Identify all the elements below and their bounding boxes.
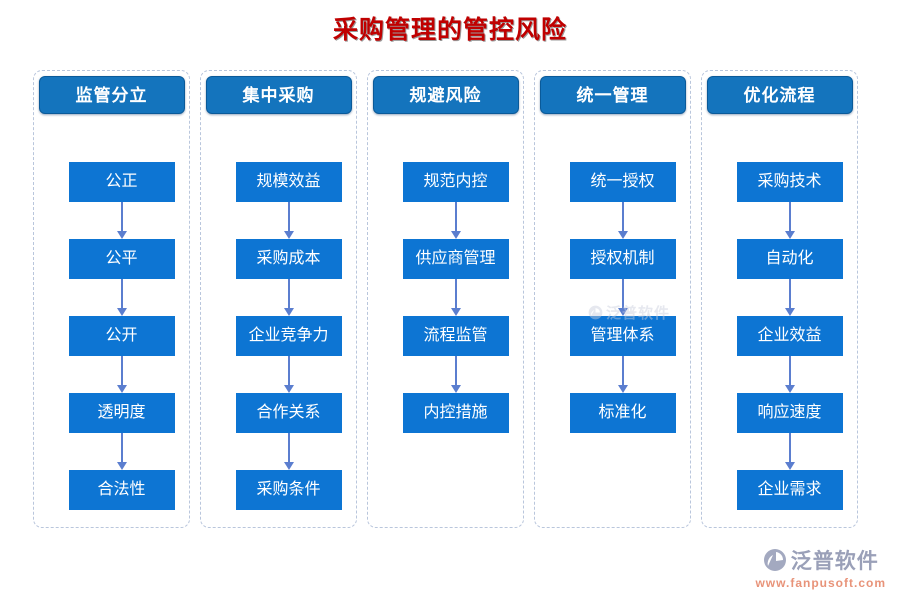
arrow-down-icon: [784, 279, 796, 316]
flow-node: 透明度: [68, 393, 175, 433]
arrow-line: [621, 202, 624, 231]
arrow-head: [283, 308, 294, 316]
arrow-line: [788, 202, 791, 231]
column-header: 监管分立: [38, 76, 185, 114]
arrow-line: [287, 202, 290, 231]
flow-node: 授权机制: [569, 239, 676, 279]
flow-node: 标准化: [569, 393, 676, 433]
column-items: 公正 公平 公开 透明度 合法性: [44, 162, 199, 510]
arrow-down-icon: [116, 356, 128, 393]
arrow-line: [120, 433, 123, 462]
arrow-head: [617, 385, 628, 393]
arrow-down-icon: [617, 356, 629, 393]
arrow-head: [617, 308, 628, 316]
arrow-head: [450, 231, 461, 239]
arrow-head: [450, 385, 461, 393]
flow-node: 公正: [68, 162, 175, 202]
flow-node: 内控措施: [402, 393, 509, 433]
arrow-down-icon: [784, 433, 796, 470]
column-items: 规范内控 供应商管理 流程监管 内控措施: [378, 162, 533, 433]
arrow-down-icon: [617, 202, 629, 239]
arrow-line: [287, 433, 290, 462]
brand-name: 泛普软件: [790, 550, 879, 573]
column-panel: 监管分立 公正 公平 公开 透明度 合法性: [33, 70, 190, 528]
branding-row: 泛普软件: [763, 545, 879, 575]
flow-node: 规模效益: [235, 162, 342, 202]
arrow-line: [454, 279, 457, 308]
arrow-line: [120, 202, 123, 231]
column-panel: 统一管理 统一授权 授权机制 管理体系 标准化: [534, 70, 691, 528]
flow-node: 企业需求: [736, 470, 843, 510]
arrow-head: [784, 385, 795, 393]
arrow-line: [287, 356, 290, 385]
arrow-head: [116, 462, 127, 470]
arrow-down-icon: [450, 202, 462, 239]
arrow-head: [116, 385, 127, 393]
flow-node: 流程监管: [402, 316, 509, 356]
arrow-down-icon: [116, 279, 128, 316]
arrow-down-icon: [283, 202, 295, 239]
flow-node: 自动化: [736, 239, 843, 279]
arrow-line: [120, 279, 123, 308]
column-header: 统一管理: [539, 76, 686, 114]
flow-node: 规范内控: [402, 162, 509, 202]
arrow-head: [784, 308, 795, 316]
column-items: 规模效益 采购成本 企业竞争力 合作关系 采购条件: [211, 162, 366, 510]
arrow-line: [788, 279, 791, 308]
arrow-head: [116, 231, 127, 239]
arrow-head: [283, 385, 294, 393]
arrow-line: [454, 356, 457, 385]
flow-node: 企业效益: [736, 316, 843, 356]
flow-node: 合法性: [68, 470, 175, 510]
arrow-down-icon: [283, 433, 295, 470]
flow-node: 公开: [68, 316, 175, 356]
arrow-down-icon: [450, 279, 462, 316]
arrow-down-icon: [617, 279, 629, 316]
column-panel: 集中采购 规模效益 采购成本 企业竞争力 合作关系 采购条件: [200, 70, 357, 528]
arrow-down-icon: [116, 433, 128, 470]
arrow-head: [116, 308, 127, 316]
arrow-head: [450, 308, 461, 316]
flow-node: 管理体系: [569, 316, 676, 356]
flow-node: 公平: [68, 239, 175, 279]
arrow-down-icon: [784, 202, 796, 239]
arrow-line: [788, 356, 791, 385]
arrow-head: [283, 231, 294, 239]
column-items: 统一授权 授权机制 管理体系 标准化: [545, 162, 700, 433]
arrow-line: [621, 356, 624, 385]
arrow-line: [120, 356, 123, 385]
flowchart-columns: 监管分立 公正 公平 公开 透明度 合法性 集中采购 规模效益 采购成本 企业竞…: [33, 70, 858, 528]
flow-node: 采购成本: [235, 239, 342, 279]
column-header: 规避风险: [372, 76, 519, 114]
column-panel: 规避风险 规范内控 供应商管理 流程监管 内控措施: [367, 70, 524, 528]
flow-node: 采购技术: [736, 162, 843, 202]
arrow-down-icon: [283, 279, 295, 316]
arrow-down-icon: [784, 356, 796, 393]
column-items: 采购技术 自动化 企业效益 响应速度 企业需求: [712, 162, 867, 510]
arrow-down-icon: [283, 356, 295, 393]
flow-node: 企业竞争力: [235, 316, 342, 356]
arrow-line: [287, 279, 290, 308]
arrow-head: [617, 231, 628, 239]
branding: 泛普软件 www.fanpusoft.com: [755, 545, 886, 590]
brand-url: www.fanpusoft.com: [755, 576, 886, 590]
column-header: 集中采购: [205, 76, 352, 114]
arrow-down-icon: [450, 356, 462, 393]
flow-node: 供应商管理: [402, 239, 509, 279]
arrow-line: [788, 433, 791, 462]
column-header: 优化流程: [706, 76, 853, 114]
arrow-line: [454, 202, 457, 231]
flow-node: 响应速度: [736, 393, 843, 433]
arrow-head: [784, 462, 795, 470]
flow-node: 采购条件: [235, 470, 342, 510]
arrow-down-icon: [116, 202, 128, 239]
flow-node: 统一授权: [569, 162, 676, 202]
arrow-line: [621, 279, 624, 308]
fanpu-logo-icon: [763, 549, 786, 571]
arrow-head: [784, 231, 795, 239]
arrow-head: [283, 462, 294, 470]
flow-node: 合作关系: [235, 393, 342, 433]
page-title: 采购管理的管控风险: [332, 17, 567, 44]
column-panel: 优化流程 采购技术 自动化 企业效益 响应速度 企业需求: [701, 70, 858, 528]
